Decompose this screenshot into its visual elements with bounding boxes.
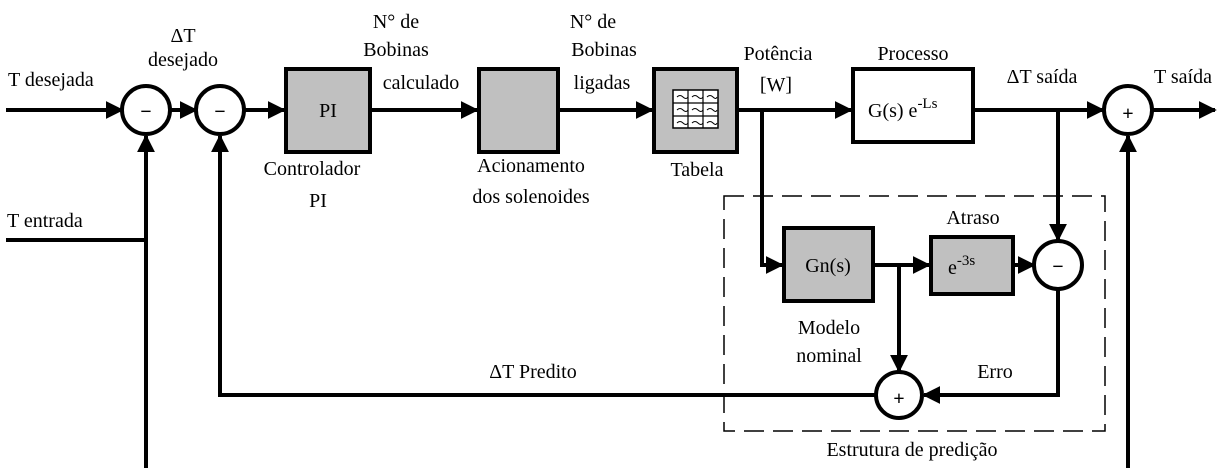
label-modelo-line1: Modelo — [798, 317, 860, 339]
label-acionamento-line1: Acionamento — [477, 155, 585, 177]
label-modelo-line2: nominal — [796, 345, 862, 367]
sum1-sign: − — [140, 101, 151, 123]
sum-junction-1: − — [120, 84, 172, 136]
pi-block: PI — [284, 67, 372, 154]
label-erro: Erro — [977, 361, 1013, 383]
sum4-sign: + — [893, 388, 904, 410]
label-processo: Processo — [877, 43, 948, 65]
label-n-calculado-line2: Bobinas — [363, 39, 429, 61]
sum3-sign: − — [1052, 256, 1063, 278]
label-t-desejada: T desejada — [8, 69, 94, 91]
signal-wires — [6, 101, 1217, 468]
label-n-ligadas-line2: Bobinas — [571, 39, 637, 61]
gn-block: Gn(s) — [782, 226, 875, 303]
sumout-sign: + — [1122, 103, 1133, 125]
atraso-transfer-function: e-3s — [948, 253, 975, 279]
wire-predito-to-sum2 — [211, 134, 875, 397]
signal-labels: T desejada ΔT desejado N° de Bobinas cal… — [7, 11, 1212, 461]
label-n-ligadas-line1: N° de — [570, 11, 616, 33]
tabela-block — [652, 67, 739, 154]
label-delta-t-saida: ΔT saída — [1007, 66, 1078, 88]
label-t-entrada: T entrada — [7, 210, 83, 232]
atraso-block: e-3s — [929, 235, 1015, 296]
label-t-saida: T saída — [1154, 66, 1212, 88]
sum2-sign: − — [214, 101, 225, 123]
label-controlador-line1: Controlador — [264, 158, 361, 180]
processo-transfer-function: G(s) e-Ls — [868, 96, 938, 122]
label-atraso: Atraso — [946, 207, 999, 229]
sum-junction-output: + — [1102, 84, 1154, 136]
label-estrutura-predicao: Estrutura de predição — [826, 439, 997, 461]
acionamento-block — [477, 67, 560, 154]
processo-block: G(s) e-Ls — [851, 67, 975, 144]
prediction-structure-boundary — [723, 195, 1106, 432]
label-acionamento-line2: dos solenoides — [472, 186, 589, 208]
label-tabela: Tabela — [670, 159, 723, 181]
wire-potencia-to-gn — [760, 110, 784, 274]
label-potencia-line1: Potência — [744, 43, 813, 65]
pi-block-label: PI — [319, 100, 337, 122]
sum-junction-error: − — [1032, 239, 1084, 291]
label-potencia-line2: [W] — [760, 74, 792, 96]
sum-junction-2: − — [194, 84, 246, 136]
label-n-ligadas-line3: ligadas — [574, 72, 631, 94]
label-n-calculado-line3: calculado — [383, 72, 460, 94]
table-icon — [672, 89, 719, 129]
label-controlador-line2: PI — [309, 190, 327, 212]
label-n-calculado-line1: N° de — [373, 11, 419, 33]
label-delta-t-predito: ΔT Predito — [489, 361, 577, 383]
label-delta-t-desejado-line1: ΔT — [170, 25, 195, 47]
wire-erro-to-sum4 — [922, 290, 1060, 404]
label-delta-t-desejado-line2: desejado — [148, 49, 218, 71]
sum-junction-prediction: + — [874, 370, 924, 420]
gn-block-label: Gn(s) — [805, 255, 851, 277]
